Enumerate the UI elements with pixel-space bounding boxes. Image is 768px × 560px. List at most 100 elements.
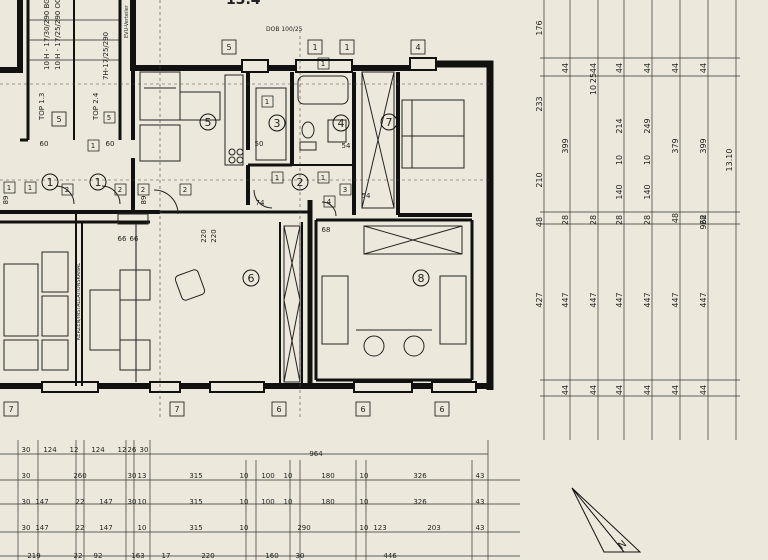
door-mark: 2: [65, 186, 69, 194]
room-5-number: 5: [205, 116, 212, 129]
door-mark: 1: [265, 98, 269, 106]
dim-right: 379: [671, 138, 680, 153]
dim-bottom: 10: [360, 498, 369, 506]
dim-bottom: 147: [99, 498, 112, 506]
door-mark: 2: [183, 186, 187, 194]
dim-bottom: 22: [76, 524, 85, 532]
door-mark: 1: [7, 184, 11, 192]
dim-bottom: 10: [138, 498, 147, 506]
dim-right: 399: [561, 138, 570, 153]
window-mark-bottom: 7: [8, 405, 13, 414]
dim-bottom: 10: [284, 472, 293, 480]
door-mark: 1: [28, 184, 32, 192]
dim-right: 399: [699, 138, 708, 153]
dim-bottom: 12: [70, 446, 79, 454]
door-mark: 3: [343, 186, 347, 194]
dim-right: 447: [589, 292, 598, 307]
dim-bottom: 326: [413, 472, 427, 480]
dim-right: 28: [699, 215, 708, 225]
room-1a-number: 1: [47, 176, 54, 189]
furniture: [3, 19, 467, 383]
wall-note: KERZEN/INSTALLATIONSKANAL: [76, 263, 82, 340]
dim-bottom: 147: [35, 524, 48, 532]
dim-bottom: 124: [43, 446, 57, 454]
dim-bottom: 10: [360, 524, 369, 532]
dim-bottom: 30: [128, 472, 137, 480]
plan-dim: 74: [256, 199, 265, 207]
stair-top-label-1: TOP 1.3: [38, 93, 46, 121]
dim-bottom: 10: [360, 472, 369, 480]
dim-bottom: 12: [118, 446, 127, 454]
window-mark-top: 4: [415, 43, 420, 52]
dim-bottom: 100: [261, 498, 274, 506]
dim-bottom: 13: [138, 472, 147, 480]
dim-right: 44: [589, 385, 598, 395]
dim-bottom: 123: [373, 524, 386, 532]
dim-bottom: 43: [476, 498, 485, 506]
labels: 13.4 DOB 100/25 10 H - 17/30/290 BG 10 H…: [2, 0, 734, 560]
dim-right: 249: [643, 118, 652, 133]
dim-right: 447: [643, 292, 652, 307]
stair-side-label: EVU-Verteiler: [124, 4, 130, 38]
dim-bottom: 10: [240, 472, 249, 480]
window-mark-top: 5: [56, 115, 61, 124]
dim-right: 44: [699, 63, 708, 73]
dim-right: 44: [643, 385, 652, 395]
plan-dim: 50: [255, 140, 264, 148]
plan-dim: 68: [322, 226, 331, 234]
door-note: DOB 100/25: [266, 26, 303, 33]
dim-bottom: 26: [128, 446, 137, 454]
window-mark-bottom: 6: [276, 405, 281, 414]
dim-right: 10: [589, 85, 598, 95]
plan-dim: 89: [140, 196, 148, 205]
dim-right: 44: [671, 385, 680, 395]
dim-bottom: 315: [189, 498, 202, 506]
dim-bottom: 260: [73, 472, 86, 480]
room-4-number: 4: [338, 117, 345, 130]
dim-bottom: 22: [74, 552, 83, 560]
room-3-number: 3: [274, 117, 281, 130]
dim-right: 447: [699, 292, 708, 307]
dim-bottom: 30: [22, 446, 31, 454]
dim-bottom: 10: [240, 524, 249, 532]
door-mark: 4: [327, 198, 332, 206]
dim-right: 176: [535, 20, 544, 35]
door-mark: 5: [107, 114, 111, 122]
dimension-grid-bottom: [0, 440, 520, 560]
door-mark: 2: [118, 186, 122, 194]
dim-right: 48: [671, 213, 680, 223]
dim-bottom: 326: [413, 498, 427, 506]
room-8-number: 8: [418, 272, 425, 285]
dim-bottom: 315: [189, 472, 202, 480]
door-mark: 2: [141, 186, 145, 194]
stair-line-3: 7H-17/25/290: [102, 32, 110, 80]
door-mark: 1: [91, 142, 95, 150]
room-6-number: 6: [248, 272, 255, 285]
dim-bottom: 30: [22, 472, 31, 480]
room-1b-number: 1: [95, 176, 102, 189]
dim-right: 13.10: [725, 149, 734, 172]
dim-bottom: 180: [321, 498, 334, 506]
dim-right: 44: [561, 63, 570, 73]
dim-right: 140: [643, 184, 652, 199]
dim-bottom: 30: [22, 498, 31, 506]
window-mark-top: 1: [312, 43, 317, 52]
dim-bottom: 180: [321, 472, 334, 480]
room-7-number: 7: [386, 116, 393, 129]
plan-dim: 220: [210, 229, 218, 242]
dim-bottom: 163: [131, 552, 144, 560]
dim-right: 28: [589, 215, 598, 225]
plan-dim: 54: [342, 142, 351, 150]
window-mark-top: 5: [226, 43, 231, 52]
dim-bottom: 43: [476, 524, 485, 532]
dim-bottom: 10: [284, 498, 293, 506]
dim-bottom: 10: [138, 524, 147, 532]
dim-right: 140: [615, 184, 624, 199]
dim-bottom: 22: [76, 498, 85, 506]
title-fragment: 13.4: [226, 0, 261, 8]
window-mark-bottom: 6: [360, 405, 365, 414]
dim-bottom: 100: [261, 472, 274, 480]
dim-right: 44: [561, 385, 570, 395]
dim-right: 447: [561, 292, 570, 307]
dim-right: 28: [561, 215, 570, 225]
